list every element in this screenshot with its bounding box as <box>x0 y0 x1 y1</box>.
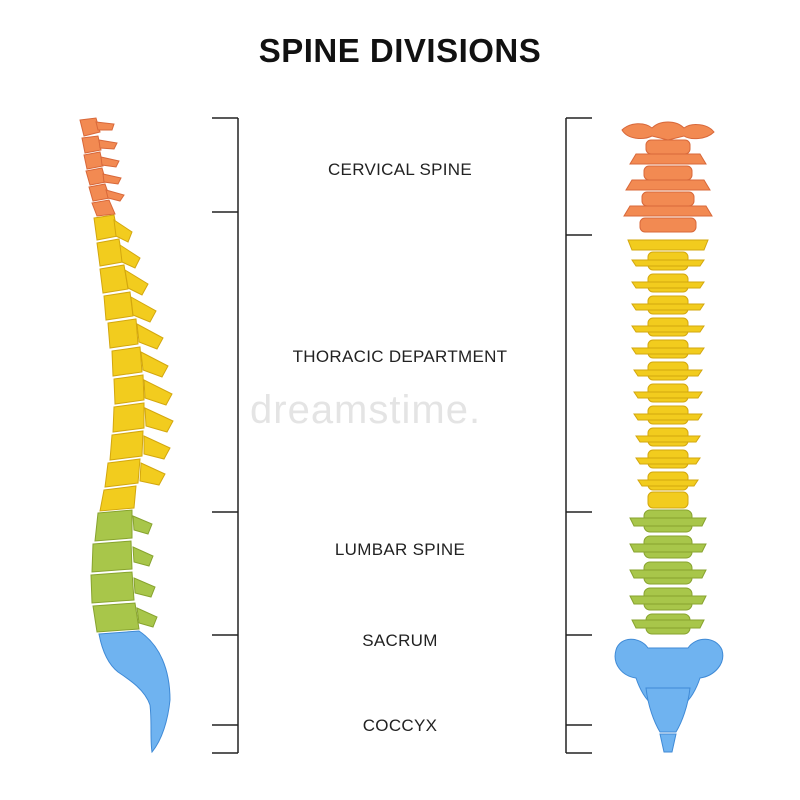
label-coccyx: COCCYX <box>362 716 438 735</box>
front-cervical-segment <box>621 121 715 233</box>
label-sacrum: SACRUM <box>362 631 438 650</box>
right-division-bracket <box>565 117 592 754</box>
front-sacrum-coccyx-segment <box>614 638 724 753</box>
label-cervical-spine: CERVICAL SPINE <box>327 160 473 179</box>
label-lumbar-spine: LUMBAR SPINE <box>334 540 466 559</box>
side-sacrum-coccyx-segment <box>98 630 171 754</box>
label-thoracic-department: THORACIC DEPARTMENT <box>292 347 508 366</box>
left-division-bracket <box>212 117 239 754</box>
side-view-spine <box>79 117 174 754</box>
front-view-spine <box>614 121 724 753</box>
side-lumbar-segment <box>90 509 158 633</box>
front-thoracic-segment <box>627 239 709 509</box>
side-thoracic-segment <box>93 214 174 512</box>
front-lumbar-segment <box>629 509 707 635</box>
side-cervical-segment <box>79 117 125 217</box>
page-title: SPINE DIVISIONS <box>258 32 542 69</box>
